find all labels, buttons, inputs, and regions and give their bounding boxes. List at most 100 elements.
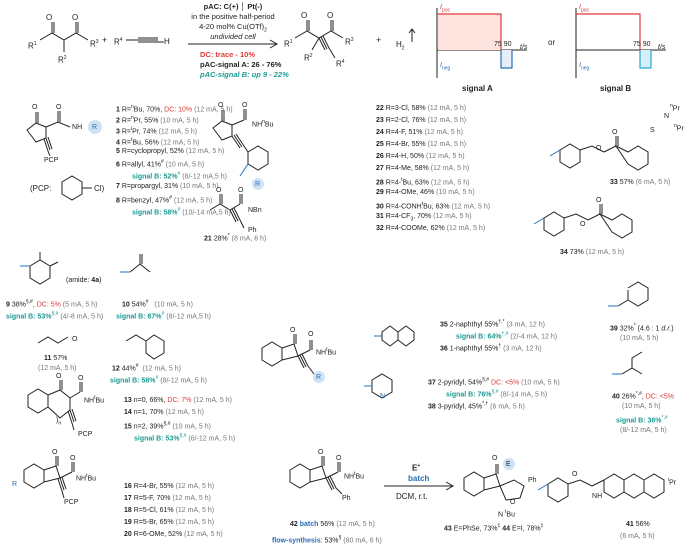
ring-34a — [543, 211, 565, 237]
entry-15-signal-b: signal B: 53%§,# (6/-12 mA, 5 h) — [134, 433, 236, 443]
entry-41: 41 56% — [626, 521, 650, 528]
plotA-neg-fill — [501, 50, 512, 68]
ipr-label: iPr — [668, 477, 677, 487]
atom-O: O — [218, 102, 224, 109]
entry-11: 11 57% — [44, 355, 68, 362]
entry-4: 4 R=tBu, 56% (12 mA, 5 h) — [116, 137, 200, 147]
plotA-ineg: Ineg — [440, 62, 451, 72]
entry-19: 19 R=5-Br, 65% (12 mA, 5 h) — [124, 519, 215, 526]
atom-O: O — [301, 11, 308, 20]
arrow-electrophile: E+ — [412, 463, 421, 473]
cyclopentanone-22-32 — [212, 120, 233, 141]
aryl-r-bond — [239, 163, 249, 177]
entry-39-cond: (10 mA, 5 h) — [620, 335, 659, 342]
amide-nh-tbu: NHtBu — [84, 395, 105, 405]
arrow-solvent: DCM, r.t. — [396, 492, 428, 501]
plotB-ticks: 75 90 — [633, 41, 651, 48]
signal-b-yield: pAC-signal B: up 9 - 22% — [200, 70, 289, 79]
entry-37: 37 2-pyridyl, 54%§,# DC: <5% (10 mA, 5 h… — [428, 377, 560, 387]
entry-25: 25 R=4-Br, 55% (12 mA, 5 h) — [376, 141, 467, 148]
imine-n: N tBu — [498, 509, 515, 519]
r-group: R — [255, 181, 261, 188]
atom-O: O — [238, 187, 244, 194]
indanone-16-20 — [23, 463, 45, 489]
atom-E: E — [506, 461, 511, 468]
amide-note: (amide: 4a) — [66, 277, 102, 284]
sulfonyl-s: S — [650, 127, 655, 134]
signal-b-label: signal B — [600, 84, 632, 93]
entry-12: 12 44%# (12 mA, 5 h) — [112, 363, 181, 373]
abietyl-41 — [603, 473, 665, 499]
atom-O: O — [72, 336, 78, 343]
entry-30: 30 R=4-CONHtBu, 63% (12 mA, 5 h) — [376, 201, 491, 211]
entry-29: 29 R=4-OMe, 46% (10 mA, 5 h) — [376, 189, 475, 196]
atom-O: O — [327, 11, 334, 20]
prod-r3: R3 — [345, 37, 354, 47]
ring-33b — [614, 144, 649, 171]
naphthyl-35 — [381, 325, 415, 347]
dc-yield: DC: trace - 10% — [200, 50, 256, 59]
entry-6: 6 R=allyl, 41%# (10 mA, 5 h) — [116, 159, 205, 169]
entry-34: 34 73% (12 mA, 5 h) — [560, 249, 625, 256]
atom-O: O — [596, 145, 602, 152]
entry-24: 24 R=4-F, 51% (12 mA, 5 h) — [376, 129, 463, 136]
indanone-43 — [463, 471, 485, 497]
plotB-neg-line — [639, 50, 652, 69]
pcp-label: PCP — [64, 499, 79, 506]
atom-O: O — [78, 375, 84, 382]
atom-O: O — [510, 499, 516, 506]
plotB-axes — [575, 8, 666, 78]
prod-r2: R2 — [304, 53, 313, 63]
dicarbonyl-backbone — [39, 32, 89, 41]
amide-nh-tbu: NHtBu — [344, 471, 365, 481]
r-highlight-1-8 — [88, 120, 102, 134]
condition-half-period: in the positive half-period — [191, 12, 275, 21]
atom-O: O — [216, 187, 222, 194]
entry-26: 26 R=4-H, 50% (12 mA, 5 h) — [376, 153, 465, 160]
atom-O: O — [492, 455, 498, 462]
entry-20: 20 R=6-OMe, 52% (12 mA, 5 h) — [124, 531, 223, 538]
phenethyl-12 — [125, 334, 165, 360]
r-group: R — [316, 374, 322, 381]
amide-n: NH — [72, 124, 83, 131]
condition-pac: pAC: C(+) │ Pt(-) — [203, 2, 263, 11]
alkyne-reactant — [126, 37, 164, 43]
entry-18: 18 R=5-Cl, 61% (12 mA, 5 h) — [124, 507, 215, 514]
arrow-42-43 — [384, 481, 455, 491]
plotA-ticks: 75 90 — [494, 41, 512, 48]
atom-Cl: Cl) — [94, 184, 105, 193]
entry-27: 27 R=4-Me, 58% (12 mA, 5 h) — [376, 165, 470, 172]
amide-nh-nbu: NHnBu — [252, 119, 274, 129]
plotB-pos-line — [576, 13, 641, 50]
cyclopentanone-1-8 — [26, 122, 47, 143]
pcp-label: PCP — [78, 431, 93, 438]
carbonyl-2 — [75, 22, 79, 33]
entry-28: 28 R=4-tBu, 63% (12 mA, 5 h) — [376, 177, 470, 187]
backbone-21 — [209, 194, 243, 211]
entry-10: 10 54%# (10 mA, 5 h) — [122, 299, 193, 309]
plotA-neg-line — [500, 50, 513, 69]
prod-r1: R1 — [284, 39, 293, 49]
entry-36: 36 1-naphthyl 55%† (3 mA, 12 h) — [440, 343, 542, 353]
atom-Ph: Ph — [528, 477, 537, 484]
entry-9: 9 38%§,#, DC: 5% (5 mA, 5 h) — [6, 299, 98, 309]
entry-23: 23 R=2-Cl, 76% (12 mA, 5 h) — [376, 117, 467, 124]
atom-Ph: Ph — [248, 227, 257, 234]
pcp-label: PCP — [44, 157, 59, 164]
carbonyl-1 — [51, 22, 55, 33]
atom-O: O — [308, 331, 314, 338]
cyclohexyl-34 — [598, 212, 633, 239]
pcp-def: (PCP: — [30, 184, 52, 193]
plotB-axis: t/s — [658, 44, 666, 51]
npr-1: nPr — [670, 103, 680, 113]
entry-8: 8 R=benzyl, 47%# (12 mA, 5 h) — [116, 195, 213, 205]
atom-O: O — [242, 102, 248, 109]
r-highlight-22-32 — [252, 178, 264, 190]
ring-41a — [547, 477, 569, 503]
pyridyl-n: N — [380, 393, 386, 400]
arrow-batch: batch — [408, 474, 430, 483]
indanone-42 — [289, 463, 311, 489]
entry-38: 38 3-pyridyl, 45%*,† (6 mA, 5 h) — [428, 401, 525, 411]
pcp-ring — [61, 175, 83, 201]
methallyl-10 — [129, 254, 151, 273]
